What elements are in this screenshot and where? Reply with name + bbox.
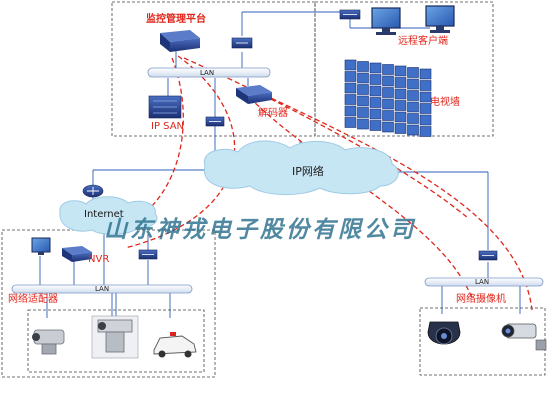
platform-uplink-switch-icon [205,116,225,127]
right-lan-bar: LAN [424,277,544,287]
remote-client-monitor-icon [371,7,401,35]
dome-camera-icon [427,321,461,345]
tv-wall-screen [394,100,407,111]
tv-wall-screen [394,77,407,88]
internet-label: Internet [84,209,124,220]
tv-wall-screen [357,107,369,118]
tv-wall-screen [369,97,382,108]
tv-wall-screen [344,82,357,94]
connection-lines [39,11,521,318]
tv-wall-label: 电视墙 [430,95,460,108]
top-switch-icon [231,37,253,49]
top-lan-label: LAN [200,69,214,77]
tv-wall-screen [382,110,394,121]
tv-wall-screen [357,84,369,95]
top-lan-bar: LAN [147,67,271,78]
tv-wall-screen [369,120,382,131]
decoder-icon [236,85,272,104]
nvr-icon [62,246,92,262]
nvr-label: NVR [88,254,109,265]
remote-client-label: 远程客户端 [398,34,448,47]
tv-wall-screen [382,64,394,75]
network-camera-label: 网络摄像机 [456,292,506,305]
company-watermark: 山东神戎电子股份有限公司 [104,216,416,243]
tv-wall-screen [394,88,407,100]
tv-wall-screen [369,62,382,74]
internet-cloud: Internet [59,196,158,235]
left-lan-label: LAN [95,285,109,293]
remote-client-monitor-icon [425,5,455,33]
tv-wall-screen [407,101,419,113]
tv-wall-screen [357,95,369,107]
tv-wall-screen [419,68,432,80]
tv-wall-screen [369,74,382,85]
right-switch-icon [478,250,498,261]
tv-wall-screen [419,91,432,103]
ip-network-cloud: IP网络 [203,140,399,196]
management-server-icon [160,30,200,52]
video-flow-lines [107,55,533,311]
platform-label: 监控管理平台 [146,12,206,25]
tv-wall-screen [419,126,432,137]
left-lan-bar: LAN [11,284,193,294]
vehicle-camera-icon [153,332,197,358]
tv-wall-screen [394,123,407,134]
left-switch-icon [138,249,158,260]
tv-wall-screen [419,114,432,126]
remote-switch-icon [339,9,361,20]
bullet-camera-icon [501,323,547,351]
tv-wall-screen [407,124,419,136]
tv-wall-screen [344,71,357,82]
ip-san-label: IP SAN [151,121,184,132]
tv-wall-screen [357,61,369,72]
network-adapter-label: 网络适配器 [8,292,58,305]
pan-tilt-camera-icon [91,315,139,359]
tv-wall-screen [382,75,394,87]
tv-wall-screen [394,65,407,77]
tv-wall-screen [382,121,394,133]
tv-wall-screen [344,105,357,117]
ip-network-label: IP网络 [292,164,324,178]
remote-client-region [314,1,494,137]
tv-wall-screen [357,72,369,84]
tv-wall-screen [344,94,357,105]
tv-wall-screen [419,80,432,91]
tv-wall-screen [407,67,419,78]
tv-wall-screen [382,98,394,110]
tv-wall-icon [344,59,432,137]
tv-wall-screen [407,78,419,90]
decoder-label: 解码器 [258,106,288,119]
tv-wall-screen [344,117,357,128]
tv-wall-screen [407,90,419,101]
router-icon [82,184,104,198]
tv-wall-screen [407,113,419,124]
tv-wall-screen [382,87,394,98]
tv-wall-screen [369,85,382,97]
tv-wall-screen [419,103,432,114]
ptz-camera-icon [32,329,65,355]
tv-wall-screen [369,108,382,120]
tv-wall-screen [357,118,369,130]
right-lan-label: LAN [475,278,489,286]
ip-san-storage-icon [148,95,182,119]
tv-wall-screen [344,59,357,71]
tv-wall-screen [394,111,407,123]
camera-group-region [419,307,546,376]
client-monitor-icon [31,237,51,255]
